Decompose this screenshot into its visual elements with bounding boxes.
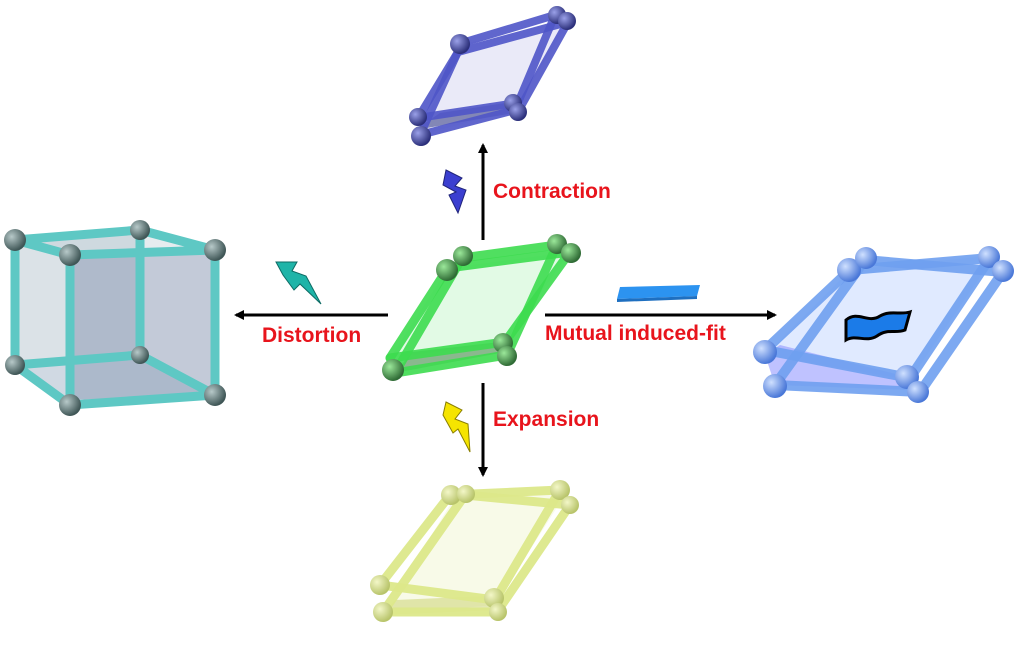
expansion-label: Expansion [493,408,600,431]
guest-wave-icon [844,309,913,343]
expanded-framework [370,480,579,622]
distorted-framework [4,220,226,416]
lightning-bolt-icon [275,169,471,453]
lightning-bolt-icon [275,261,322,305]
contracted-framework [409,6,576,146]
arrows [234,143,777,477]
distortion-label: Distortion [262,324,362,347]
lightning-bolt-icon [442,169,467,215]
contraction-label: Contraction [493,180,611,203]
mutual-induced-fit-label: Mutual induced-fit [545,322,726,345]
center-framework [382,234,581,381]
guest-plate-icon [617,285,700,302]
lightning-bolt-icon [442,401,471,453]
induced-fit-framework [753,246,1014,403]
